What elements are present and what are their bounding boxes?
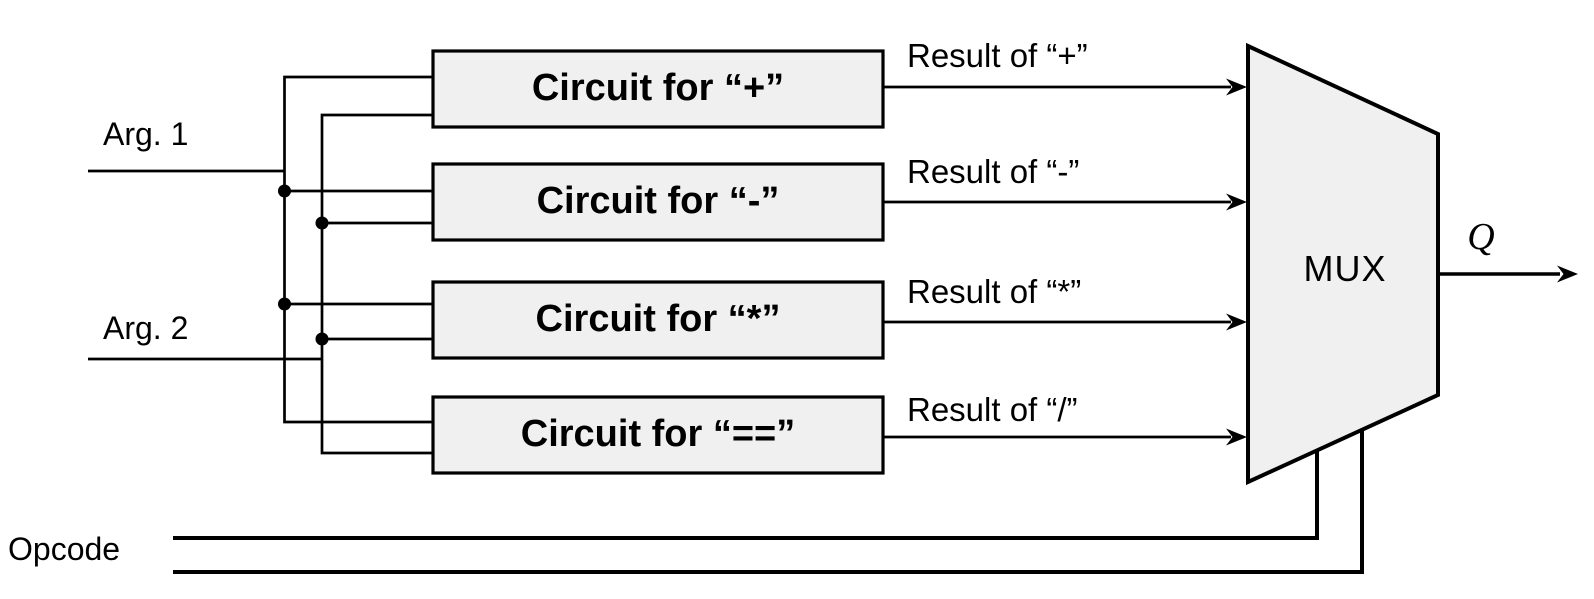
junction-dot bbox=[315, 332, 329, 346]
circuit-box-group bbox=[431, 49, 885, 475]
junction-dot bbox=[278, 297, 291, 311]
arg2-bus-wire bbox=[320, 113, 433, 455]
arg1-bus-wire bbox=[283, 75, 433, 424]
wire-group bbox=[88, 75, 433, 455]
circuit-box-subtract bbox=[431, 162, 885, 242]
opcode-wire-group bbox=[173, 428, 1364, 574]
circuit-box-label: Circuit for “==” bbox=[521, 413, 796, 455]
circuit-box-label: Circuit for “-” bbox=[537, 180, 780, 222]
arrowhead bbox=[1226, 78, 1247, 96]
arg2-label: Arg. 2 bbox=[103, 310, 188, 346]
opcode-wire bbox=[173, 450, 1319, 540]
junction-dot bbox=[315, 216, 329, 230]
mux-shape bbox=[1246, 42, 1440, 486]
junction-dot bbox=[278, 184, 291, 198]
circuit-box-add bbox=[431, 49, 885, 129]
junction-dot-group bbox=[278, 184, 329, 346]
circuit-box-label: Circuit for “*” bbox=[536, 298, 781, 340]
result-label: Result of “*” bbox=[907, 273, 1081, 310]
arrowhead bbox=[1226, 428, 1247, 446]
arrowhead-group bbox=[1226, 78, 1247, 446]
circuit-box-multiply bbox=[431, 280, 885, 360]
arrowhead bbox=[1226, 313, 1247, 331]
result-label: Result of “/” bbox=[907, 391, 1078, 428]
opcode-label: Opcode bbox=[8, 531, 120, 567]
circuit-box-label: Circuit for “+” bbox=[532, 67, 784, 109]
result-label: Result of “-” bbox=[907, 153, 1079, 190]
arrowhead bbox=[1557, 265, 1578, 283]
result-wire-group bbox=[883, 85, 1231, 439]
circuit-box-equals bbox=[431, 395, 885, 475]
result-label: Result of “+” bbox=[907, 37, 1088, 74]
arg1-label: Arg. 1 bbox=[103, 116, 188, 152]
mux-label: MUX bbox=[1304, 248, 1387, 289]
arrowhead bbox=[1226, 193, 1247, 211]
output-q-label: Q bbox=[1467, 216, 1494, 258]
opcode-wire bbox=[173, 428, 1364, 574]
